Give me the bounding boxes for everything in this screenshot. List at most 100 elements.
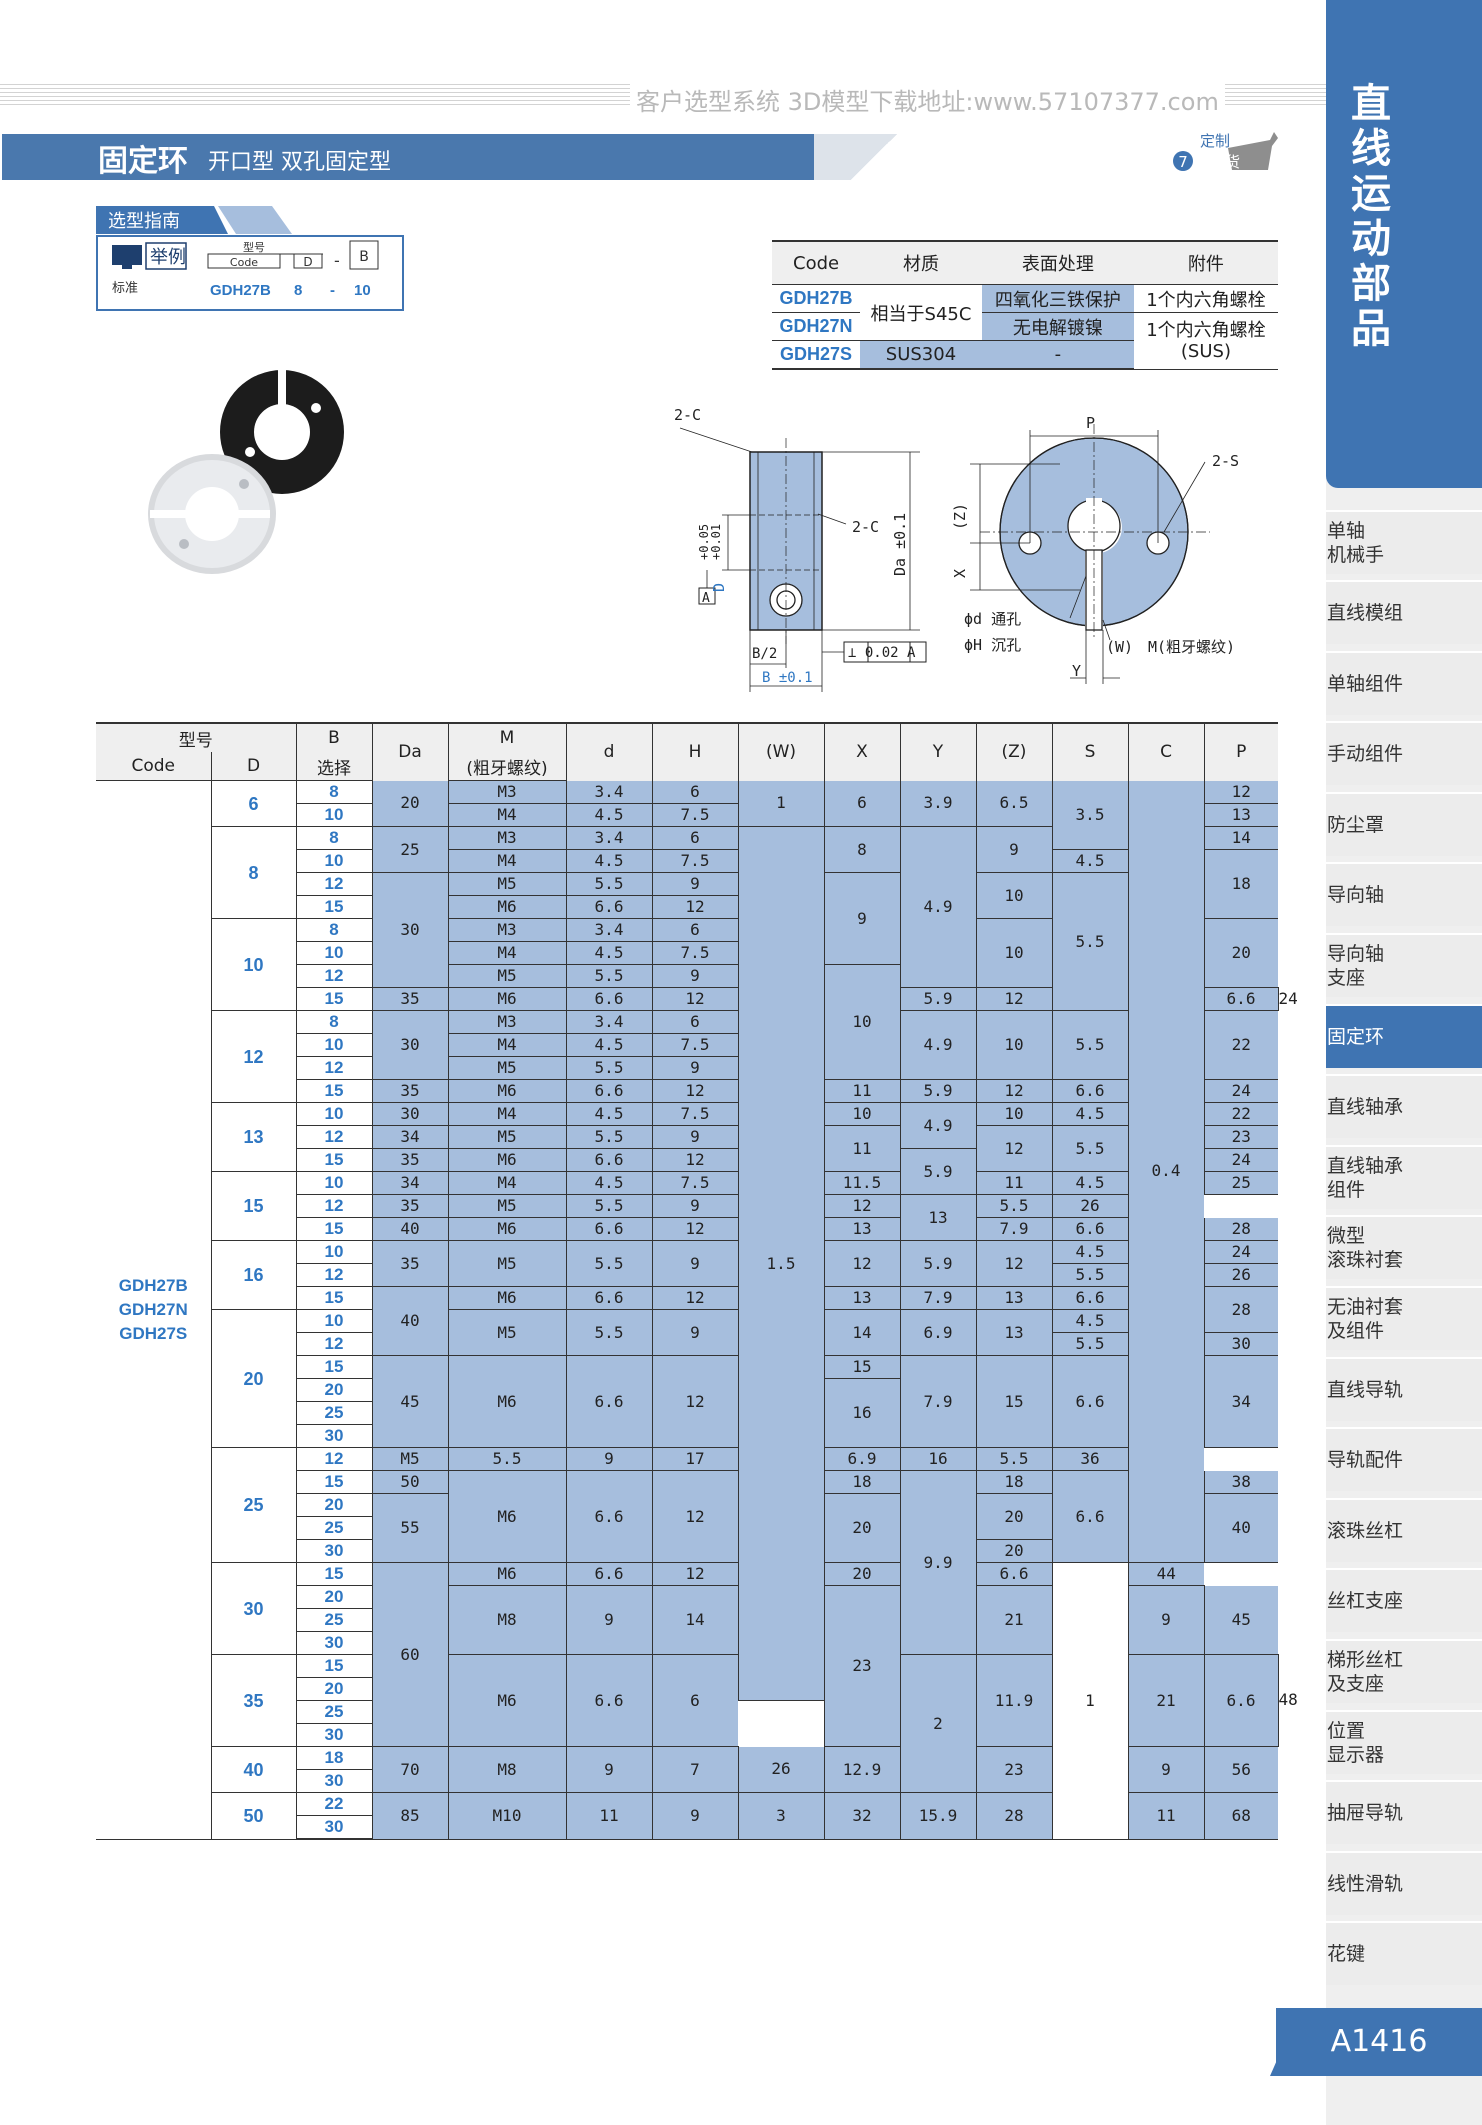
b-cell: 15 — [295, 1217, 372, 1241]
value-cell: 13 — [899, 1194, 976, 1241]
svg-text:D: D — [303, 255, 312, 269]
b-cell: 25 — [295, 1516, 372, 1540]
side-nav-item[interactable]: 花键 — [1326, 1921, 1482, 1985]
value-cell: 11 — [1127, 1792, 1204, 1840]
selection-guide-heading: 选型指南 — [96, 206, 292, 234]
side-nav-item[interactable]: 直线模组 — [1326, 580, 1482, 644]
value-cell: 6 — [823, 780, 900, 827]
b-cell: 30 — [295, 1539, 372, 1563]
side-nav-item[interactable]: 线性滑轨 — [1326, 1851, 1482, 1915]
value-cell: M3 — [447, 826, 566, 850]
b-cell: 10 — [295, 849, 372, 873]
surface-value: 四氧化三铁保护 — [981, 284, 1134, 313]
silver-collar-image — [148, 454, 276, 574]
b-cell: 10 — [295, 1102, 372, 1126]
value-cell: 3.4 — [565, 918, 652, 942]
material-header-code: Code — [772, 240, 861, 285]
value-cell: 12 — [975, 987, 1052, 1011]
side-nav-item[interactable]: 直线轴承 — [1326, 1074, 1482, 1138]
value-cell: 9 — [651, 1240, 738, 1287]
value-cell: 15 — [975, 1355, 1052, 1448]
b-cell: 12 — [295, 964, 372, 988]
value-cell: 85 — [371, 1792, 448, 1840]
b-cell: 15 — [295, 987, 372, 1011]
side-nav-item[interactable]: 导轨配件 — [1326, 1427, 1482, 1491]
value-cell: 14 — [651, 1585, 738, 1655]
value-cell: 35 — [371, 1079, 448, 1103]
d-cell: 8 — [210, 826, 296, 919]
value-cell: 4.9 — [899, 826, 976, 988]
technical-drawing: 2-C 2-C +0.05 +0.01 D A Da ±0.1 B/2 B ±0… — [674, 406, 1239, 692]
side-nav-item[interactable]: 导向轴 支座 — [1326, 933, 1482, 997]
b-cell: 30 — [295, 1769, 372, 1793]
page-subtitle: 开口型 双孔固定型 — [208, 150, 391, 175]
value-cell: 3 — [737, 1792, 824, 1840]
side-nav-item[interactable]: 导向轴 — [1326, 862, 1482, 926]
value-cell: M6 — [447, 1355, 566, 1448]
svg-text:(W): (W) — [1106, 638, 1133, 656]
side-nav-item[interactable]: 直线导轨 — [1326, 1357, 1482, 1421]
material-header-surface: 表面处理 — [981, 240, 1134, 285]
header-b: B — [295, 722, 372, 752]
value-cell: 5.5 — [565, 872, 652, 896]
side-nav-item-label: 单轴组件 — [1327, 673, 1404, 695]
side-nav-item[interactable]: 直线轴承 组件 — [1326, 1145, 1482, 1209]
side-nav-item[interactable]: 无油衬套 及组件 — [1326, 1286, 1482, 1350]
material-value: 相当于S45C — [860, 284, 982, 341]
side-nav-item[interactable]: 梯形丝杠 及支座 — [1326, 1639, 1482, 1703]
value-cell: 38 — [1203, 1470, 1278, 1494]
side-nav-item-label: 手动组件 — [1327, 743, 1404, 765]
value-cell: 34 — [1203, 1355, 1278, 1448]
side-nav-heading: 直线运动部品 — [1351, 81, 1391, 352]
value-cell: 25 — [371, 826, 448, 873]
side-view — [679, 427, 927, 692]
side-nav-item[interactable]: 丝杠支座 — [1326, 1568, 1482, 1632]
side-nav-item[interactable]: 微型 滚珠衬套 — [1326, 1215, 1482, 1279]
value-cell: 5.5 — [1051, 1263, 1128, 1287]
value-cell: 6.6 — [565, 987, 652, 1011]
svg-text:标准: 标准 — [112, 281, 138, 296]
value-cell: M6 — [447, 1654, 566, 1747]
svg-text:举例: 举例 — [150, 247, 186, 268]
side-nav-item[interactable]: 抽屉导轨 — [1326, 1780, 1482, 1844]
table-row: 30 — [96, 1723, 1278, 1747]
header-w: (W) — [737, 722, 824, 781]
value-cell: 6.6 — [975, 1562, 1052, 1586]
header-m-thread: (粗牙螺纹) — [447, 752, 566, 781]
value-cell: 4.5 — [565, 803, 652, 827]
svg-text:P: P — [1086, 414, 1095, 432]
side-nav-item[interactable]: 防尘罩 — [1326, 792, 1482, 856]
value-cell: 36 — [1051, 1447, 1128, 1471]
value-cell: 9 — [823, 872, 900, 965]
side-nav-item[interactable]: 手动组件 — [1326, 721, 1482, 785]
value-cell: M4 — [447, 1171, 566, 1195]
value-cell: M5 — [447, 1309, 566, 1356]
side-nav-item[interactable]: 固定环 — [1326, 1004, 1482, 1068]
value-cell: 10 — [823, 964, 900, 1080]
side-nav-item[interactable]: 单轴组件 — [1326, 651, 1482, 715]
header-z: (Z) — [975, 722, 1052, 781]
header-p: P — [1203, 722, 1278, 781]
svg-text:8: 8 — [294, 282, 302, 299]
side-nav-item[interactable]: 位置 显示器 — [1326, 1710, 1482, 1774]
value-cell: 5.5 — [565, 1194, 652, 1218]
header-y: Y — [899, 722, 976, 781]
d-cell: 50 — [210, 1792, 296, 1840]
value-cell: 12.9 — [823, 1746, 900, 1793]
header-b-select: 选择 — [295, 752, 372, 781]
value-cell: 12 — [975, 1079, 1052, 1103]
value-cell: 7.5 — [651, 941, 738, 965]
side-nav-item[interactable]: 单轴 机械手 — [1326, 510, 1482, 574]
value-cell: 10 — [975, 1102, 1052, 1126]
value-cell: 4.5 — [565, 1033, 652, 1057]
value-cell: 4.9 — [899, 1102, 976, 1149]
side-nav-item[interactable]: 滚珠丝杠 — [1326, 1498, 1482, 1562]
value-cell: 1.5 — [737, 826, 824, 1701]
material-value: SUS304 — [860, 340, 982, 370]
value-cell: 0.4 — [1127, 780, 1204, 1563]
value-cell: 12 — [651, 1217, 738, 1241]
